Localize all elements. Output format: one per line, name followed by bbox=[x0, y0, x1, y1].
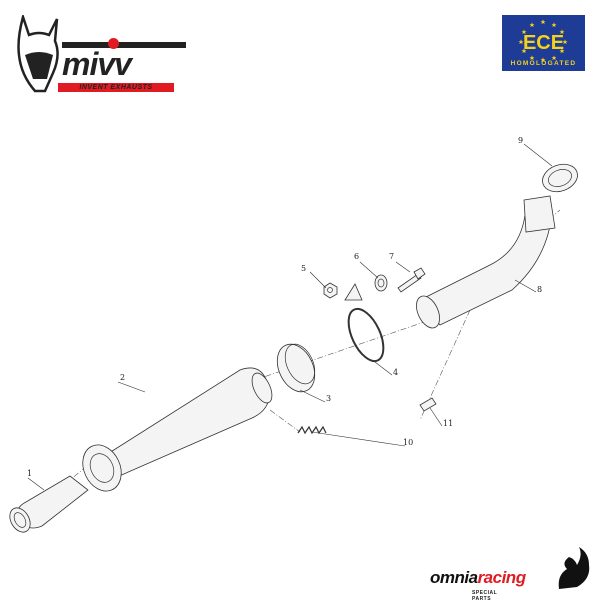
ece-title: ECE bbox=[522, 32, 565, 54]
part-5-nut bbox=[323, 282, 338, 299]
part-6-washer bbox=[374, 274, 388, 292]
part-4-clamp bbox=[344, 283, 385, 363]
dealer-name-part2: racing bbox=[477, 568, 527, 587]
part-8-link-pipe bbox=[416, 195, 556, 329]
callout-11: 11 bbox=[443, 419, 453, 428]
ece-subtitle: HOMOLOGATED bbox=[510, 60, 577, 67]
callout-labels: 1 2 3 4 5 6 7 8 9 10 11 bbox=[27, 136, 542, 478]
dealer-name: omniaracing bbox=[430, 568, 526, 587]
callout-4: 4 bbox=[393, 368, 398, 377]
part-2-silencer bbox=[82, 367, 273, 492]
callout-1: 1 bbox=[27, 469, 32, 478]
ece-homologated-badge: ECE HOMOLOGATED bbox=[502, 15, 585, 71]
griffin-icon bbox=[558, 547, 590, 589]
callout-5: 5 bbox=[301, 264, 306, 273]
brand-tagline: INVENT EXHAUSTS bbox=[58, 83, 174, 92]
callout-leaders bbox=[27, 143, 553, 491]
callout-10: 10 bbox=[403, 438, 413, 447]
demon-mascot-icon bbox=[17, 15, 59, 93]
part-7-bolt bbox=[397, 267, 426, 293]
callout-6: 6 bbox=[354, 252, 359, 261]
callout-2: 2 bbox=[120, 373, 125, 382]
dealer-name-part1: omnia bbox=[430, 568, 478, 587]
dealer-subtitle: SPECIAL PARTS bbox=[472, 590, 498, 602]
callout-7: 7 bbox=[389, 252, 394, 261]
part-3-sleeve bbox=[276, 343, 316, 393]
brand-name: mivv bbox=[62, 46, 132, 82]
callout-8: 8 bbox=[537, 285, 542, 294]
callout-9: 9 bbox=[518, 136, 523, 145]
part-11-pin bbox=[419, 397, 437, 412]
part-9-clamp bbox=[542, 163, 578, 193]
logo-bar bbox=[62, 42, 186, 48]
logo-dot bbox=[108, 38, 119, 49]
part-10-spring bbox=[297, 425, 327, 435]
callout-3: 3 bbox=[326, 394, 331, 403]
part-1-end-cap bbox=[9, 475, 89, 533]
